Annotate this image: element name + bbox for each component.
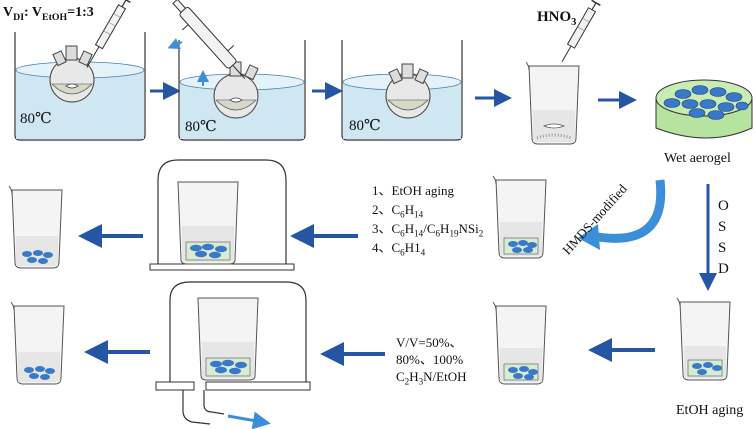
hno3-label: HNO3: [537, 9, 577, 28]
beaker-hno3: [525, 61, 580, 145]
condenser-icon: [172, 0, 246, 79]
etoh-aging-label: EtOH aging: [676, 403, 744, 418]
step-4: 4、C6H14: [372, 240, 426, 258]
beaker-hmds: [492, 175, 547, 259]
wet-aerogel-label: Wet aerogel: [664, 151, 731, 166]
ossd-letter: D: [718, 261, 729, 277]
fume-hood-2: [155, 281, 311, 425]
beaker-etoh-aging: [676, 297, 731, 381]
ossd-letter: S: [718, 240, 727, 256]
step-2: 2、C6H14: [372, 202, 424, 220]
ratio-line-1: V/V=50%、: [396, 335, 463, 350]
ossd-letter: S: [718, 219, 727, 235]
step-1: 1、EtOH aging: [372, 183, 454, 198]
water-bath-2: [178, 40, 306, 141]
beaker-solvent-mix: [492, 301, 547, 385]
beaker-solvent-exchange: [177, 181, 239, 265]
beaker-ionic-exchange: [197, 297, 259, 381]
water-bath-3: [341, 40, 463, 141]
water-bath-1: [14, 32, 146, 141]
syringe-icon: [561, 0, 601, 62]
bath-temp-2: 80℃: [185, 119, 217, 135]
hmds-arrow-head: [578, 224, 600, 250]
ratio-label: VDI: VEtOH=1:3: [3, 5, 94, 23]
bath-temp-3: 80℃: [349, 118, 381, 134]
ratio-line-2: 80%、100%: [396, 352, 464, 367]
beaker-dried-2: [10, 301, 65, 385]
ossd-letter: O: [718, 198, 729, 214]
ossd-label: O S S D: [718, 196, 729, 280]
exhaust-arrow: [227, 411, 271, 429]
wet-aerogel-dish: [655, 79, 753, 139]
water-out-arrow: [167, 38, 183, 50]
hmds-curved-arrow: [591, 179, 666, 243]
step-3: 3、C6H14/C6H19NSi2: [372, 221, 484, 239]
beaker-dried-1: [8, 185, 63, 269]
steps-list-2: V/V=50%、 80%、100% C2H3N/EtOH: [396, 334, 467, 387]
syringe-icon: [86, 0, 131, 68]
ratio-line-3: C2H3N/EtOH: [396, 369, 467, 387]
bath-temp-1: 80℃: [20, 111, 52, 127]
steps-list-1: 1、EtOH aging 2、C6H14 3、C6H14/C6H19NSi2 4…: [372, 181, 483, 257]
